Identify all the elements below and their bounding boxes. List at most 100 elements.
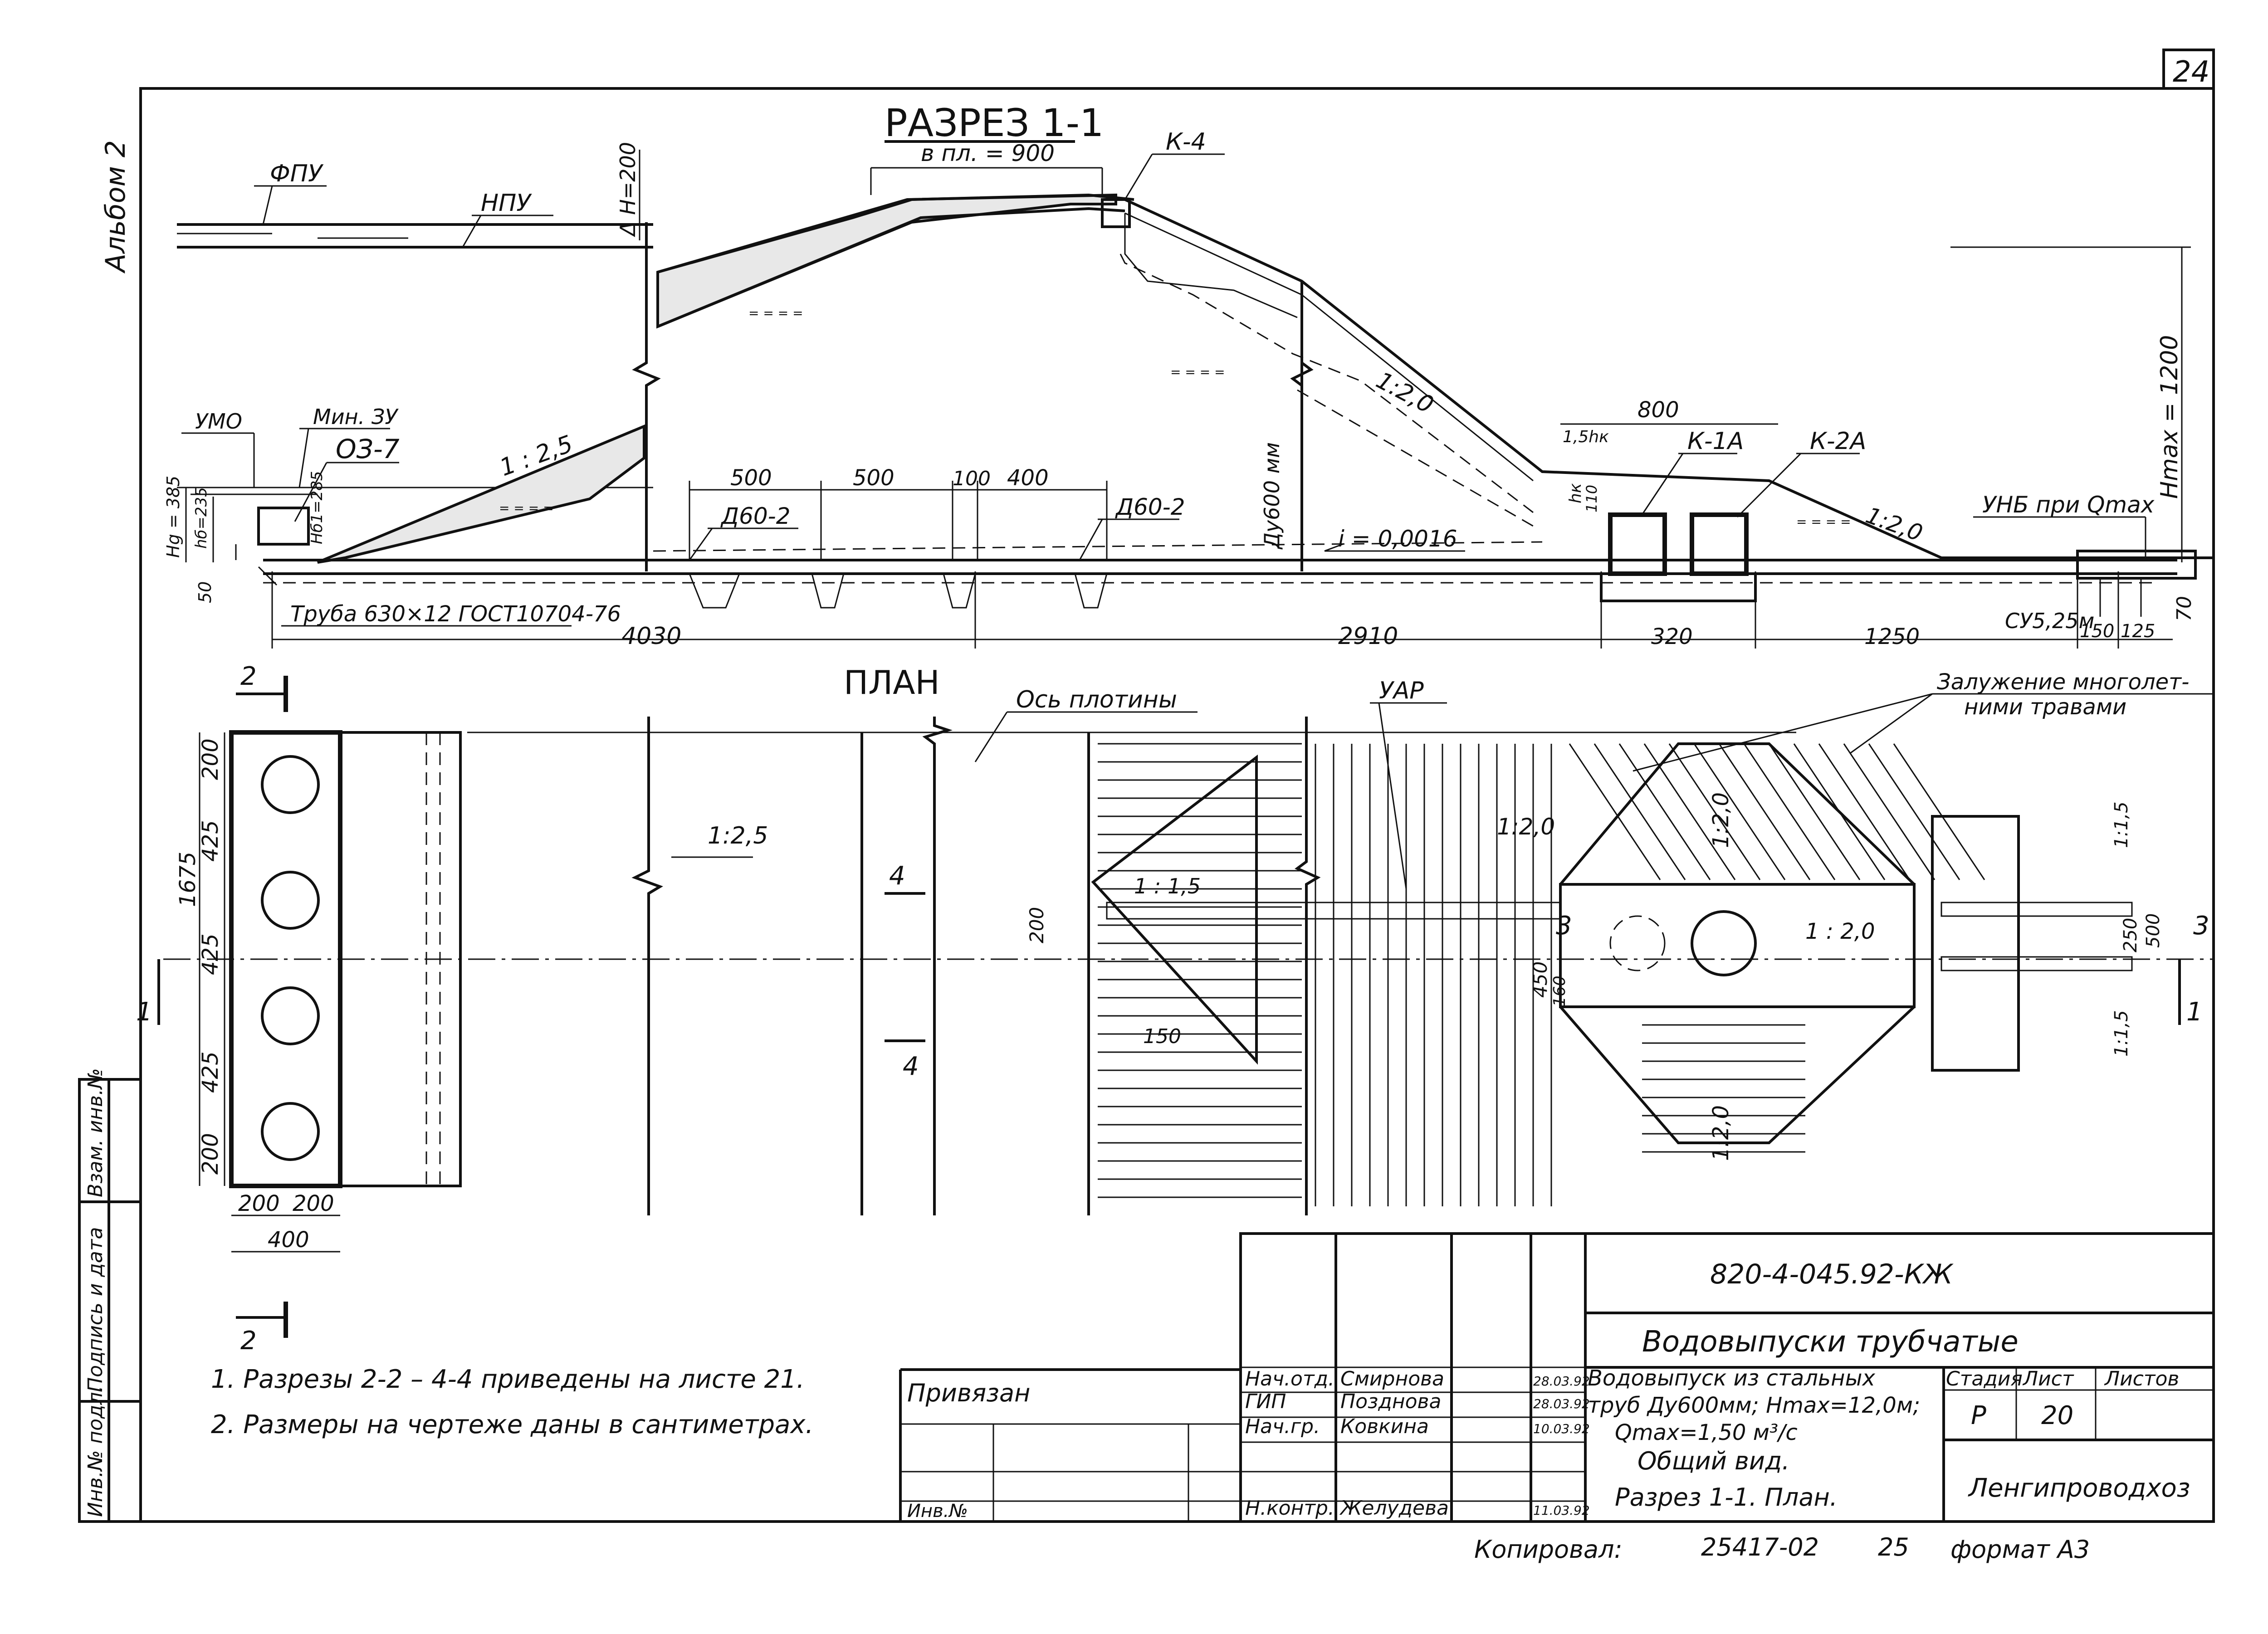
gradient: i = 0,0016 <box>1338 526 1457 552</box>
tb-person-role: Н.контр. <box>1245 1497 1334 1520</box>
dim-150: 150 <box>2080 621 2114 642</box>
downstream-slope-hatch <box>1098 743 1985 1206</box>
tb-desc2: труб Ду600мм; Hmax=12,0м; <box>1588 1393 1920 1418</box>
level-npu: НПУ <box>481 190 532 217</box>
level-unb: УНБ при Qmax <box>1982 492 2155 518</box>
chamber-k1a <box>1608 512 1667 576</box>
slope-down: 1:2,0 <box>1372 367 1438 419</box>
tb-person-role: ГИП <box>1245 1390 1286 1413</box>
dim-125: 125 <box>2121 621 2155 642</box>
dim-70: 70 <box>2173 596 2196 621</box>
dim-hb1: Hб1=285 <box>308 471 326 544</box>
slope-plan-3: 1:2,0 <box>1497 814 1555 840</box>
pipe-dn: Ду600 мм <box>1260 442 1284 550</box>
slope-plan-4: 1:2,0 <box>1708 792 1734 848</box>
stamp-signature-date: Подпись и дата <box>84 1227 107 1392</box>
tb-desc3: Qmax=1,50 м³/с <box>1615 1420 1798 1445</box>
mark-hk2: hк <box>1566 483 1585 503</box>
section-title: РАЗРЕЗ 1-1 <box>885 101 1104 145</box>
pdim-200a: 200 <box>198 738 223 780</box>
dim-100: 100 <box>953 467 991 490</box>
section-dims-bottom: 4030 2910 320 1250 150 125 СУ5,25м <box>271 571 2173 650</box>
pdim-r160: 160 <box>1550 976 1569 1007</box>
slope-plan-6: 1:2,0 <box>1708 1105 1734 1161</box>
mark-su: СУ5,25м <box>2005 609 2094 633</box>
tb-person-name: Ковкина <box>1340 1415 1429 1438</box>
pdim-r200: 200 <box>1026 907 1048 943</box>
cut-3-left: 3 <box>1556 911 1572 941</box>
valve-chamber-k4 <box>1101 198 1131 228</box>
tb-person-name: Позднова <box>1340 1390 1441 1413</box>
format: формат А3 <box>1950 1535 2090 1564</box>
pdim-1675: 1675 <box>175 852 200 907</box>
cut-2-bottom: 2 <box>240 1326 257 1356</box>
cut-3-right: 3 <box>2193 911 2209 941</box>
crest-width: в пл. = 900 <box>921 140 1055 166</box>
cut-4-top: 4 <box>889 861 905 891</box>
fill-mark-4: = = = = <box>1796 514 1851 529</box>
side-stamp: Инв.№ подл. Подпись и дата Взам. инв.№ <box>78 1068 142 1523</box>
pdim-425b: 425 <box>198 933 223 975</box>
mark-110: 110 <box>1583 485 1600 512</box>
slope-plan-5: 1 : 2,0 <box>1805 919 1875 944</box>
pdim-r450: 450 <box>1529 961 1551 998</box>
page-number-box <box>2162 49 2215 90</box>
tb-person-date: 10.03.92 <box>1533 1421 1590 1436</box>
drain-sockets <box>688 573 1108 609</box>
mark-d60-2a: Д60-2 <box>720 503 791 529</box>
stilling-basin-plan <box>1931 815 2020 1072</box>
freeboard: Δ H=200 <box>616 142 640 237</box>
plan-view: ПЛАН 200 425 425 425 200 1675 200 200 <box>136 662 2214 1356</box>
dim-1250: 1250 <box>1864 624 1920 649</box>
outlet-structure <box>2076 550 2197 580</box>
level-fpu: ФПУ <box>270 160 324 187</box>
mark-d60-2b: Д60-2 <box>1115 494 1185 520</box>
slope-plan-8: 1:1,5 <box>2111 1010 2132 1057</box>
tb-person-name: Желудева <box>1339 1497 1449 1520</box>
sheet-frame <box>139 87 2215 1523</box>
tb-sheets-h: Листов <box>2104 1367 2179 1390</box>
tb-bound: Привязан <box>907 1379 1030 1407</box>
page-number: 24 <box>2173 55 2209 89</box>
pdim-200c: 200 <box>238 1191 280 1216</box>
cut-1-right: 1 <box>2186 997 2203 1027</box>
mark-hk: 1,5hк <box>1563 428 1609 446</box>
tb-inv: Инв.№ <box>907 1501 968 1522</box>
upstream-toe-facing <box>317 424 645 564</box>
tb-person-role: Нач.отд. <box>1245 1367 1334 1390</box>
note-2: 2. Размеры на чертеже даны в сантиметрах… <box>211 1410 813 1439</box>
level-min-zu: Мин. ЗУ <box>313 405 399 429</box>
pdim-425a: 425 <box>198 820 223 862</box>
mark-oz7: ОЗ-7 <box>336 434 400 464</box>
slope-plan-7: 1:1,5 <box>2111 801 2132 848</box>
fill-mark-1: = = = = <box>748 306 803 321</box>
slope-plan-1: 1:2,5 <box>708 822 768 849</box>
intake-chamber <box>257 507 310 546</box>
dim-400: 400 <box>1007 465 1049 491</box>
section-dims-top: 500 500 100 400 800 1,5hк hк 110 Д60-2 Д… <box>689 397 1778 561</box>
dam-axis-label: Ось плотины <box>1016 686 1177 713</box>
intake-openings <box>261 755 320 1161</box>
tb-person-date: 11.03.92 <box>1533 1503 1590 1518</box>
dim-50: 50 <box>195 581 215 603</box>
grass-label-1: Залужение многолет- <box>1937 669 2189 695</box>
fill-mark-2: = = = = <box>1170 365 1225 380</box>
pdim-200b: 200 <box>198 1133 223 1175</box>
stamp-vzam-inv: Взам. инв.№ <box>84 1068 107 1197</box>
tb-code: 820-4-045.92-КЖ <box>1710 1258 1954 1290</box>
mark-k4: К-4 <box>1166 128 1206 156</box>
plan-dims-left: 200 425 425 425 200 1675 200 200 400 <box>175 732 340 1253</box>
pdim-425c: 425 <box>198 1051 223 1093</box>
slope-down-2: 1:2,0 <box>1862 502 1926 546</box>
grass-label-2: ними травами <box>1964 694 2126 720</box>
tb-org: Ленгипроводхоз <box>1968 1473 2190 1503</box>
pdim-r500: 500 <box>2143 913 2164 948</box>
dim-320: 320 <box>1651 624 1693 649</box>
cut-2-top: 2 <box>240 662 257 691</box>
note-1: 1. Разрезы 2-2 – 4-4 приведены на листе … <box>211 1365 805 1394</box>
break-line-left <box>632 222 661 571</box>
tb-series: Водовыпуски трубчатые <box>1642 1325 2019 1359</box>
tb-person-date: 28.03.92 <box>1533 1396 1590 1411</box>
